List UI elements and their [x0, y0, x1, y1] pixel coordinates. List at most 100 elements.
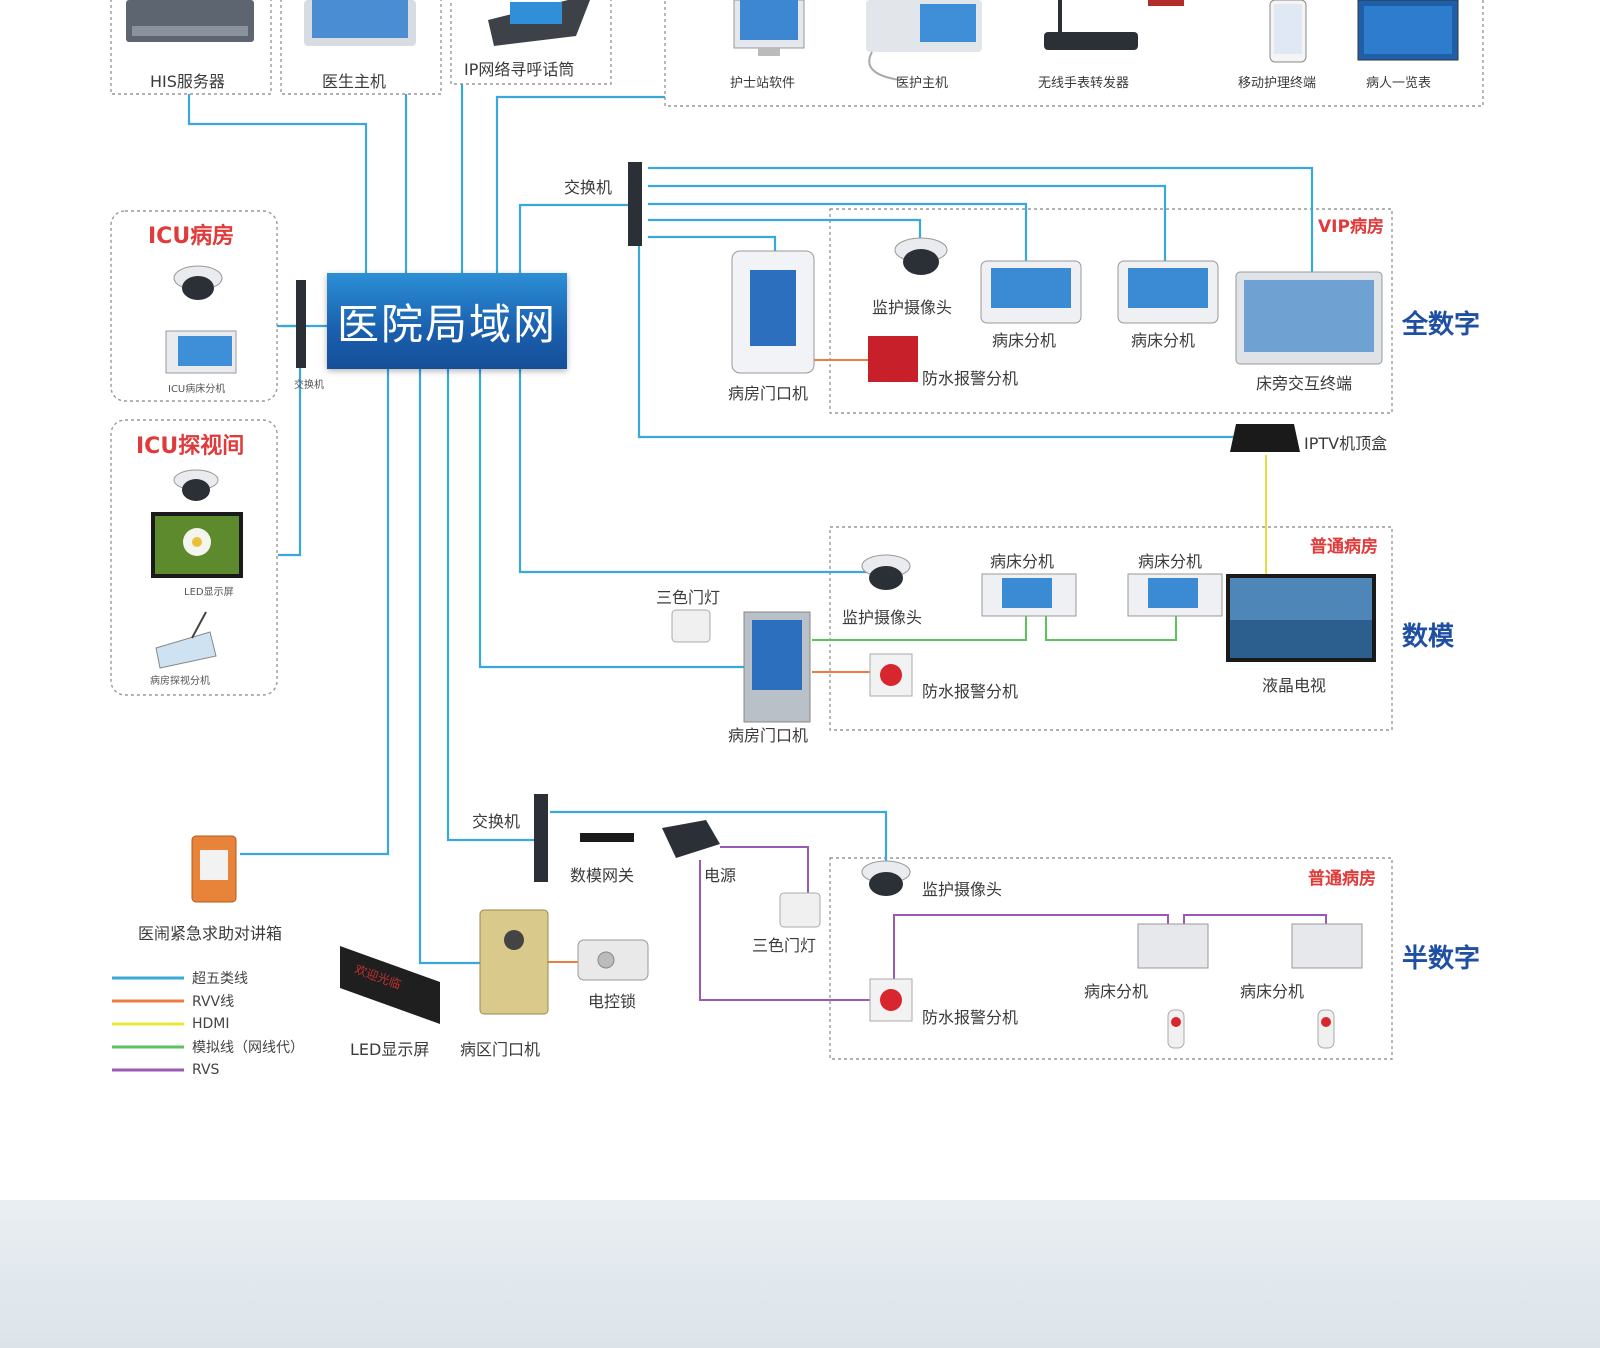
gateway-label: 数模网关: [570, 866, 635, 885]
ip-handset-icon: [488, 0, 590, 46]
iptv-label: IPTV机顶盒: [1304, 434, 1388, 453]
analog-alarm-icon: [869, 653, 913, 697]
mobile-terminal-icon: [1269, 0, 1307, 63]
semi-bed-unit-2-icon: [1291, 923, 1363, 1049]
box-semi: [829, 857, 1393, 1060]
vip-camera-label: 监护摄像头: [872, 298, 953, 317]
icu-bed-unit-icon: [165, 330, 237, 374]
box-icu-visit: [110, 419, 278, 696]
analog-bed-unit-1-icon: [981, 573, 1077, 617]
emergency-label: 医闹紧急求助对讲箱: [138, 924, 283, 943]
wireless-relay-label: 无线手表转发器: [1038, 76, 1130, 91]
legend-item: 模拟线（网线代）: [192, 1040, 304, 1056]
vip-bed-unit-2-label: 病床分机: [1131, 331, 1196, 350]
analog-tv-icon: [1226, 574, 1376, 662]
medical-host-label: 医护主机: [896, 76, 949, 91]
legend-item: RVS: [192, 1062, 220, 1078]
mobile-terminal-label: 移动护理终端: [1238, 76, 1317, 91]
icu-switch-shape: [296, 280, 306, 368]
semi-switch-shape: [534, 794, 548, 882]
iptv-box-icon: [1230, 424, 1300, 452]
analog-zone-title: 普通病房: [1310, 537, 1378, 557]
nurse-software-label: 护士站软件: [730, 76, 796, 91]
his-server-icon: [126, 0, 254, 42]
emergency-box-icon: [191, 835, 237, 903]
box-his: [110, 0, 272, 95]
led-sign-label: LED显示屏: [350, 1040, 430, 1059]
analog-camera-label: 监护摄像头: [842, 608, 923, 627]
hospital-lan-hub: 医院局域网: [327, 273, 567, 369]
doctor-host-icon: [304, 0, 416, 46]
side-label-full-digital: 全数字: [1402, 310, 1481, 340]
box-analog: [829, 526, 1393, 731]
lock-icon: [577, 939, 649, 981]
icu-switch-label: 交换机: [294, 380, 324, 391]
vip-zone-title: VIP病房: [1318, 217, 1384, 237]
lock-label: 电控锁: [588, 992, 637, 1011]
semi-tri-light-icon: [779, 892, 821, 928]
legend-item: RVV线: [192, 994, 235, 1010]
vip-door-unit-icon: [731, 250, 815, 374]
nurse-monitor-icon: [733, 0, 805, 56]
wireless-relay-icon: [1044, 0, 1184, 50]
analog-tri-light-label: 三色门灯: [656, 588, 721, 607]
semi-switch-label: 交换机: [472, 812, 521, 831]
vip-door-label: 病房门口机: [728, 384, 809, 403]
icu-visit-unit-icon: [155, 611, 217, 669]
analog-alarm-label: 防水报警分机: [922, 682, 1019, 701]
led-sign-icon: [340, 946, 440, 1024]
box-icu-ward: [110, 210, 278, 402]
icu-visit-camera-icon: [173, 469, 219, 501]
ward-door-unit-icon: [479, 909, 549, 1015]
vip-bed-unit-1-label: 病床分机: [992, 331, 1057, 350]
box-vip: [829, 208, 1393, 414]
box-doctor: [280, 0, 442, 95]
semi-bed-unit-2-label: 病床分机: [1240, 982, 1305, 1001]
vip-alarm-icon: [868, 336, 918, 382]
vip-bed-unit-1-icon: [980, 260, 1082, 324]
semi-tri-light-label: 三色门灯: [752, 936, 817, 955]
icu-bed-unit-label: ICU病床分机: [168, 384, 226, 395]
ward-door-label: 病区门口机: [460, 1040, 541, 1059]
semi-bed-unit-1-icon: [1137, 923, 1209, 1049]
analog-bed-unit-1-label: 病床分机: [990, 552, 1055, 571]
semi-camera-label: 监护摄像头: [922, 880, 1003, 899]
analog-door-unit-icon: [743, 611, 811, 723]
analog-camera-icon: [861, 554, 911, 590]
medical-host-icon: [866, 0, 982, 81]
vip-bedside-label: 床旁交互终端: [1256, 374, 1353, 393]
icu-camera-icon: [173, 265, 223, 300]
analog-door-label: 病房门口机: [728, 726, 809, 745]
power-icon: [662, 820, 720, 858]
icu-led-label: LED显示屏: [184, 587, 234, 598]
semi-camera-icon: [861, 860, 911, 896]
doctor-host-label: 医生主机: [322, 72, 387, 91]
analog-tv-label: 液晶电视: [1262, 676, 1327, 695]
legend-item: 超五类线: [192, 971, 248, 987]
box-nurse-station: [664, 0, 1484, 107]
semi-zone-title: 普通病房: [1308, 869, 1376, 889]
vip-camera-icon: [894, 237, 948, 275]
analog-bed-unit-2-icon: [1127, 573, 1223, 617]
icu-led-display-icon: [151, 512, 243, 578]
power-label: 电源: [704, 866, 737, 885]
patient-list-label: 病人一览表: [1366, 76, 1432, 91]
vip-switch-label: 交换机: [564, 178, 613, 197]
analog-bed-unit-2-label: 病床分机: [1138, 552, 1203, 571]
patient-list-icon: [1357, 0, 1459, 61]
bedside-terminal-icon: [1235, 271, 1383, 365]
semi-alarm-label: 防水报警分机: [922, 1008, 1019, 1027]
side-label-semi-digital: 半数字: [1402, 944, 1481, 974]
side-label-analog: 数模: [1402, 622, 1455, 652]
bottom-photo-strip: [0, 1200, 1600, 1348]
vip-alarm-label: 防水报警分机: [922, 369, 1019, 388]
vip-bed-unit-2-icon: [1117, 260, 1219, 324]
box-ip-handset: [450, 0, 612, 85]
semi-alarm-icon: [869, 978, 913, 1022]
vip-switch-shape: [628, 162, 642, 246]
semi-bed-unit-1-label: 病床分机: [1084, 982, 1149, 1001]
icu-visit-unit-label: 病房探视分机: [150, 676, 210, 687]
his-server-label: HIS服务器: [150, 72, 225, 91]
